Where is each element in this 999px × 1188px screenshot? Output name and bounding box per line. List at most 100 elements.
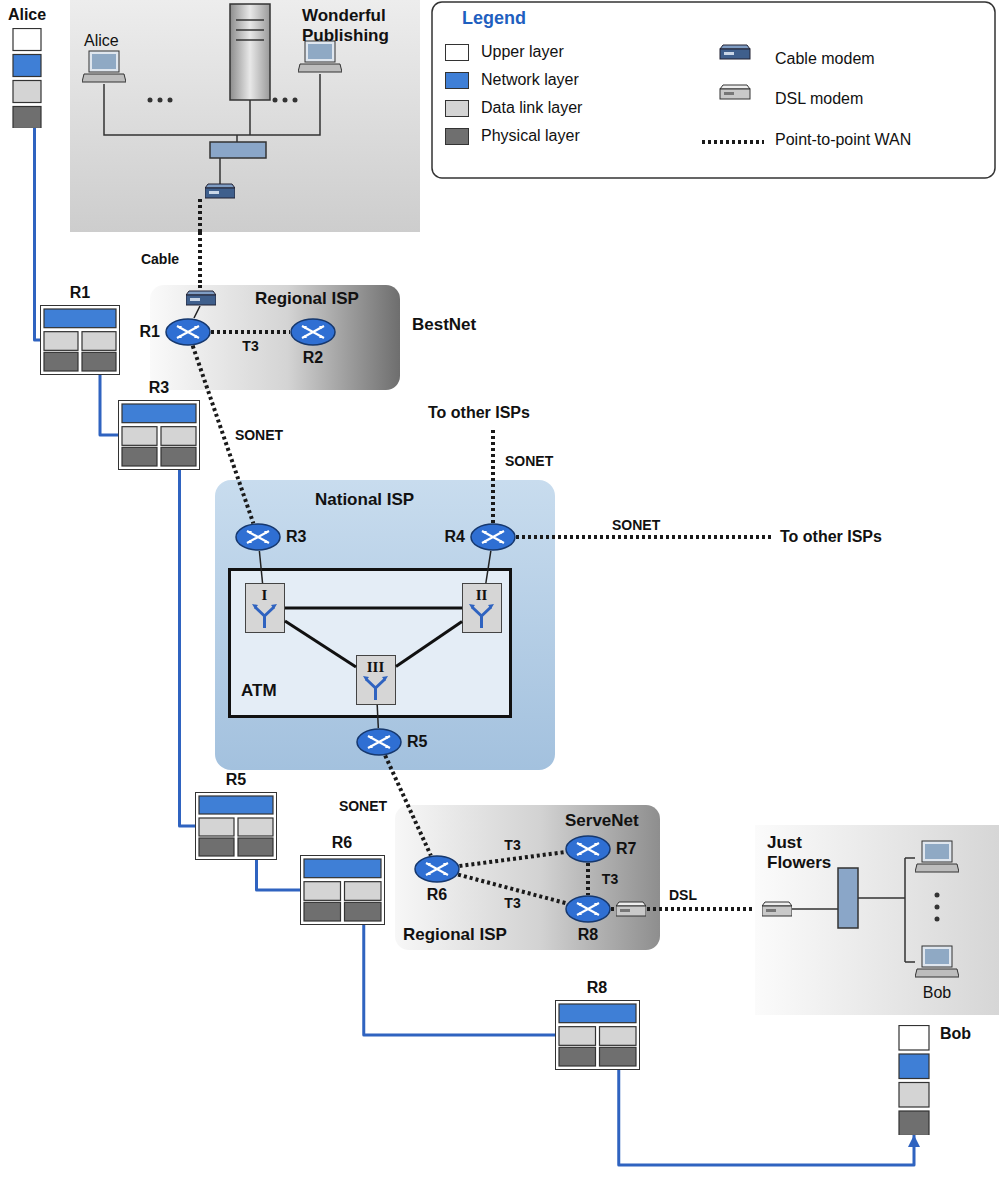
router: R6 [414, 855, 460, 883]
router-arrows [247, 531, 269, 543]
device-label: R3 [149, 379, 169, 396]
atm-network: IIIIIIATM [228, 568, 512, 718]
text-holder: R3 [149, 379, 169, 397]
router-arrows [577, 843, 599, 855]
router-arrows [368, 736, 390, 748]
modem-icon [720, 85, 750, 99]
text-holder: T3 [504, 894, 520, 912]
text-holder: Alice [8, 6, 46, 24]
legend-label: Upper layer [481, 43, 564, 60]
annotation: To other ISPs [780, 528, 882, 545]
protocol-layer [44, 332, 78, 351]
switch-fabric [252, 604, 277, 609]
text-holder: National ISP [315, 490, 414, 510]
protocol-layer [161, 447, 196, 466]
text-holder: T3 [504, 836, 520, 854]
protocol-layer [199, 838, 234, 856]
host-network [792, 858, 915, 962]
text-holder: R6 [332, 834, 352, 852]
laptop-icon [298, 41, 342, 72]
text-holder: R1 [70, 284, 90, 302]
text-holder: Legend [462, 8, 526, 28]
more-hosts [935, 893, 940, 922]
router-icon [565, 895, 611, 923]
text-holder: II [476, 586, 488, 604]
host-network [230, 4, 270, 100]
host-network [210, 142, 266, 158]
network-name: Regional ISP [403, 925, 507, 944]
router-arrows [302, 326, 324, 338]
text-holder: I [262, 586, 268, 604]
router-frame [301, 856, 385, 925]
protocol-layer [13, 81, 41, 103]
access-link [377, 705, 378, 728]
dsl-modem-icon [616, 902, 792, 916]
text-holder: Network layer [481, 71, 579, 89]
more-hosts [148, 98, 298, 103]
network-region: R3R4IIIIIIATMR5National ISP [215, 480, 555, 770]
router: R1 [165, 318, 211, 346]
text-holder: R4 [445, 528, 465, 546]
more-hosts [273, 98, 278, 103]
wan-link [459, 852, 565, 866]
text-holder: R8 [587, 979, 607, 997]
legend-swatch [445, 72, 469, 89]
router-body [166, 319, 210, 345]
text-holder: T3 [242, 337, 258, 355]
protocol-path [257, 860, 301, 890]
atm-link [285, 621, 356, 667]
modem-wire [198, 199, 202, 291]
text-holder: SONET [505, 452, 553, 470]
layer-stack [118, 400, 200, 470]
legend-label: Point-to-point WAN [775, 131, 911, 148]
protocol-layer [82, 332, 116, 351]
router-icon [565, 835, 611, 863]
text-holder: Bob [923, 984, 951, 1002]
protocol-layer [238, 838, 273, 856]
router: R2 [290, 318, 336, 346]
legend-swatch [445, 128, 469, 145]
router-body [566, 836, 610, 862]
router-arrows [482, 531, 504, 543]
protocol-layer [600, 1047, 637, 1066]
router-body [471, 524, 515, 550]
access-link [259, 551, 262, 583]
router-arrows [577, 903, 599, 915]
text-holder: T3 [602, 870, 618, 888]
text-holder: Data link layer [481, 99, 582, 117]
router-arrows [177, 326, 199, 338]
atm-link [396, 622, 462, 667]
network-name: Just Flowers [767, 833, 831, 872]
link-label: SONET [339, 798, 387, 814]
wan-link [493, 428, 772, 537]
link-label: SONET [235, 427, 283, 443]
legend-label: Network layer [481, 71, 579, 88]
protocol-path [619, 1070, 914, 1165]
router-icon [290, 318, 336, 346]
router-arrows [577, 843, 599, 855]
protocol-path [180, 470, 196, 826]
text-holder: R8 [578, 926, 598, 944]
host-network [236, 29, 264, 31]
atm-switch: III [356, 655, 396, 705]
protocol-path [100, 375, 118, 435]
dsl-modem-icon [762, 902, 792, 916]
switch-fabric [255, 607, 274, 628]
layer-stack [195, 792, 277, 860]
device-label: R8 [587, 979, 607, 996]
text-holder: R2 [303, 349, 323, 367]
protocol-layer [199, 818, 234, 836]
protocol-path [364, 925, 555, 1035]
router-stack: R1 [40, 305, 120, 375]
text-holder: To other ISPs [428, 404, 530, 422]
laptop-icon [915, 946, 959, 977]
router-body [236, 524, 280, 550]
router-stack: R8 [555, 1000, 640, 1070]
legend-label: Data link layer [481, 99, 582, 116]
cable-modem-icon [205, 184, 235, 198]
protocol-layer [899, 1111, 929, 1135]
network-region: R6R7R8ServeNetRegional ISP [395, 805, 660, 950]
router: R3 [235, 523, 281, 551]
text-holder: DSL modem [775, 90, 863, 108]
